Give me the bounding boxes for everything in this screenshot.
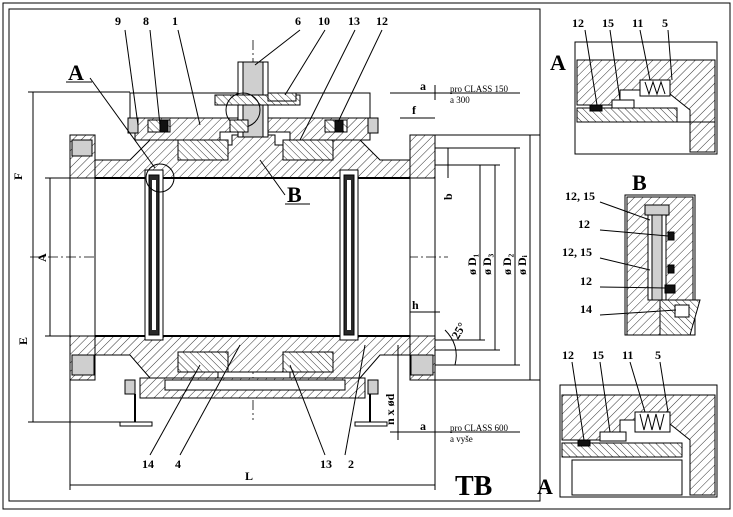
- dimension-lines: [28, 29, 540, 490]
- part-14: 14: [142, 457, 154, 471]
- gland-flange: [214, 94, 301, 106]
- detail-A-bottom-15: 15: [592, 348, 604, 362]
- part-9: 9: [115, 14, 121, 28]
- dim-h: h: [412, 298, 419, 312]
- bottom-cover-groove: [164, 379, 346, 391]
- right-seat-gap: [347, 180, 351, 330]
- detail-A-bottom-bore: [571, 459, 683, 496]
- dim-nxd: n x ød: [383, 393, 397, 425]
- detail-B-lbl-4: 12: [580, 274, 592, 288]
- part-1: 1: [172, 14, 178, 28]
- upper-left-block: [177, 139, 229, 161]
- right-foot-pad: [354, 421, 388, 427]
- dim-Dt: ø Dᵢ: [515, 255, 529, 275]
- lower-left-block: [177, 351, 229, 373]
- detail-B-label: B: [632, 170, 647, 195]
- dim-E: E: [16, 337, 30, 345]
- sheet-border: [2, 2, 731, 510]
- part-13: 13: [348, 14, 360, 28]
- detail-A-top-5: 5: [662, 16, 668, 30]
- right-flange-bolt: [410, 354, 434, 376]
- bottom-bolt-left: [124, 379, 136, 395]
- dim-D3: ø D₃: [480, 253, 494, 275]
- bottom-bolt-right: [367, 379, 379, 395]
- lower-right-block: [282, 351, 334, 373]
- detail-A-bottom-insert: [599, 431, 627, 442]
- detail-A-bottom-seat: [561, 442, 683, 458]
- detail-A-top-15: 15: [602, 16, 614, 30]
- class-note-bottom-2: a vyše: [450, 434, 473, 444]
- detail-A-top-label: A: [550, 50, 566, 75]
- dim-b: b: [441, 193, 455, 200]
- detail-A-bottom: A 12 15 11 5: [537, 348, 718, 499]
- part-number-labels: 9 8 1 6 10 13 12 14 4 13 2 A B TB: [66, 14, 492, 502]
- class-note-bottom-1: pro CLASS 600: [450, 423, 509, 433]
- detail-A-bottom-label: A: [537, 474, 553, 499]
- dim-f: f: [412, 103, 417, 117]
- bore: [94, 177, 411, 337]
- left-seat-gap: [152, 180, 156, 330]
- detail-B: B 12, 15 12 12, 15 12 14: [562, 170, 701, 336]
- class-note-top-2: a 300: [450, 95, 470, 105]
- part-13-bottom: 13: [320, 457, 332, 471]
- class-note-top-1: pro CLASS 150: [450, 84, 509, 94]
- detail-B-lbl-5: 14: [580, 302, 592, 316]
- detail-B-bearing: [674, 304, 690, 318]
- dim-F: F: [11, 173, 25, 180]
- detail-B-seal-3: [664, 284, 676, 294]
- left-flange-bolt-top: [71, 139, 93, 157]
- detail-A-top-12: 12: [572, 16, 584, 30]
- dim-D1: ø D₁: [465, 253, 479, 275]
- callout-B: B: [287, 182, 302, 207]
- dim-A: A: [35, 253, 49, 262]
- part-4: 4: [175, 457, 181, 471]
- stem-key: [267, 92, 297, 102]
- type-label: TB: [455, 471, 492, 502]
- top-bolts: [127, 117, 379, 134]
- detail-A-bottom-oring: [577, 439, 591, 447]
- detail-B-stem-head: [644, 204, 670, 216]
- main-section-view: [30, 40, 448, 427]
- part-12: 12: [376, 14, 388, 28]
- main-view-frame: [8, 8, 541, 502]
- upper-right-block: [282, 139, 334, 161]
- body-top-section: [69, 134, 436, 179]
- detail-A-top-insert: [611, 99, 635, 109]
- detail-A-top-11: 11: [632, 16, 643, 30]
- detail-A-top: A 12 15 11 5: [550, 16, 718, 155]
- dim-L: L: [245, 469, 253, 483]
- detail-A-circle: [145, 163, 175, 193]
- detail-B-seal-1: [667, 231, 675, 241]
- detail-A-bottom-body: [561, 394, 716, 496]
- part-8: 8: [143, 14, 149, 28]
- detail-A-top-oring: [589, 104, 603, 112]
- detail-B-lbl-3: 12, 15: [562, 245, 592, 259]
- detail-A-bottom-11: 11: [622, 348, 633, 362]
- detail-A-bottom-5: 5: [655, 348, 661, 362]
- detail-B-lbl-1: 12, 15: [565, 189, 595, 203]
- part-10: 10: [318, 14, 330, 28]
- callout-A: A: [68, 60, 84, 85]
- left-flange-bolt: [71, 354, 95, 376]
- detail-B-seal-2: [667, 264, 675, 274]
- detail-A-bottom-12: 12: [562, 348, 574, 362]
- part-2: 2: [348, 457, 354, 471]
- dim-a-bottom: a: [420, 419, 426, 433]
- detail-B-lbl-2: 12: [578, 217, 590, 231]
- dim-a-top: a: [420, 79, 426, 93]
- dimension-labels: F A E L a f b h ø D₁ ø D₃ ø D₂ ø Dᵢ n x …: [11, 79, 529, 483]
- left-foot-pad: [119, 421, 153, 427]
- dim-D2: ø D₂: [500, 253, 514, 275]
- detail-B-stem-core: [651, 204, 663, 301]
- body-bottom-section: [69, 335, 436, 381]
- part-6: 6: [295, 14, 301, 28]
